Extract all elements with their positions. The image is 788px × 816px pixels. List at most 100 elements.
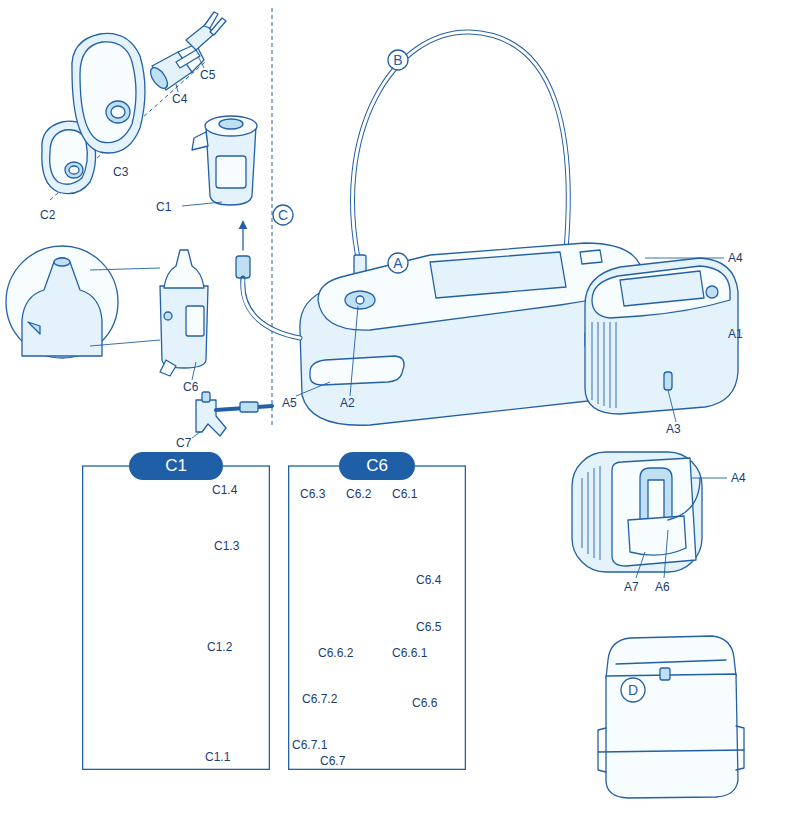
compressor-rear-view <box>604 322 605 406</box>
air-tube <box>353 32 569 268</box>
callout-label: C6.5 <box>416 620 441 634</box>
nasal-irrigator <box>160 286 208 368</box>
callout-label: A6 <box>655 580 670 594</box>
tube-connector <box>243 280 300 338</box>
callout-label: A7 <box>624 580 639 594</box>
callout-label: C1.1 <box>205 750 230 764</box>
callout-label: C6.7.1 <box>292 738 327 752</box>
callout-label: C1.2 <box>207 640 232 654</box>
leader-line <box>198 56 204 68</box>
compressor-unit <box>430 252 566 298</box>
cord-storage-detail <box>572 452 702 572</box>
face-mask <box>50 130 88 185</box>
face-mask <box>111 106 125 118</box>
dashed-separator <box>272 8 273 428</box>
irrigator-fitting <box>196 400 226 436</box>
carry-bag <box>598 728 606 772</box>
carry-bag <box>660 668 670 680</box>
cord-storage-detail <box>582 478 583 548</box>
compressor-rear-view <box>592 322 593 400</box>
face-mask <box>69 166 79 174</box>
leader-line <box>176 84 178 92</box>
callout-label: C7 <box>176 436 191 450</box>
nebulizer-cup <box>205 116 257 136</box>
nasal-piece <box>176 50 200 68</box>
leader-line <box>296 382 330 396</box>
callout-label: A1 <box>728 327 743 341</box>
nasal-irrigator <box>160 360 176 376</box>
compressor-unit <box>580 250 602 264</box>
compressor-rear-view <box>668 390 676 422</box>
cord-storage-detail <box>664 530 668 578</box>
leader-line <box>645 258 724 259</box>
nasal-piece <box>210 18 226 35</box>
callout-label: C3 <box>113 165 128 179</box>
magnified-detail <box>90 268 160 270</box>
nasal-piece <box>176 12 226 68</box>
cord-storage-detail <box>636 552 645 578</box>
callout-label: C6.6.1 <box>392 646 427 660</box>
magnified-detail <box>28 322 40 334</box>
tube-connector <box>243 278 300 338</box>
air-tube <box>353 32 569 268</box>
callout-label: C6.4 <box>416 573 441 587</box>
callout-label: A4 <box>731 471 746 485</box>
circled-letter: B <box>387 49 409 71</box>
compressor-unit <box>310 356 404 385</box>
irrigator-fitting <box>192 432 200 438</box>
callout-label: C1.4 <box>212 483 237 497</box>
nasal-irrigator <box>164 250 204 288</box>
nasal-irrigator <box>160 250 208 380</box>
magnified-detail <box>54 258 70 266</box>
callout-label: C6 <box>183 380 198 394</box>
circled-letter-text: A <box>387 252 409 274</box>
compressor-rear-view <box>616 322 617 408</box>
air-tube <box>353 32 569 275</box>
callout-label: C6.6 <box>412 696 437 710</box>
callout-label: C6.7 <box>320 754 345 768</box>
leader-line <box>350 306 358 396</box>
compressor-rear-view <box>592 266 730 318</box>
carry-bag <box>736 726 744 770</box>
magnified-detail <box>90 340 160 346</box>
circled-letter: C <box>272 204 294 226</box>
tube-connector <box>236 256 250 278</box>
circled-letter-text: D <box>620 677 646 703</box>
callout-label: C6.2 <box>346 487 371 501</box>
leader-line <box>176 56 204 92</box>
face-mask <box>65 162 83 178</box>
nebulizer-cup <box>182 202 222 206</box>
circle-outline <box>621 678 645 702</box>
compressor-rear-view <box>620 271 704 306</box>
mouthpiece <box>147 65 171 92</box>
irrigator-fitting <box>192 392 272 438</box>
nebulizer-cup <box>206 126 256 205</box>
callout-label: C1.3 <box>214 539 239 553</box>
callout-label: C6.1 <box>392 487 417 501</box>
circle-outline <box>388 50 408 70</box>
nasal-irrigator <box>164 312 172 320</box>
cord-storage-detail <box>668 478 700 520</box>
cord-storage-detail <box>582 466 600 560</box>
callout-label: C6.7.2 <box>302 692 337 706</box>
nasal-irrigator <box>186 306 204 336</box>
callout-label: C1 <box>156 200 171 214</box>
carry-bag <box>616 660 726 664</box>
callout-label: C2 <box>40 208 55 222</box>
nebulizer-cup <box>192 132 208 150</box>
nebulizer-cup <box>219 119 243 129</box>
face-mask <box>72 33 145 153</box>
panel-heading: C1 <box>129 452 223 480</box>
magnified-detail <box>6 246 160 358</box>
compressor-rear-view <box>598 322 599 404</box>
cord-storage-detail <box>612 458 696 566</box>
cord-storage-detail <box>600 466 601 560</box>
face-mask <box>80 42 136 143</box>
cord-storage-detail <box>628 516 686 555</box>
carry-bag <box>598 636 744 798</box>
mouthpiece <box>147 44 204 91</box>
panel-heading: C6 <box>339 452 415 480</box>
panel-outline <box>82 452 270 770</box>
compressor-rear-view <box>592 322 616 408</box>
